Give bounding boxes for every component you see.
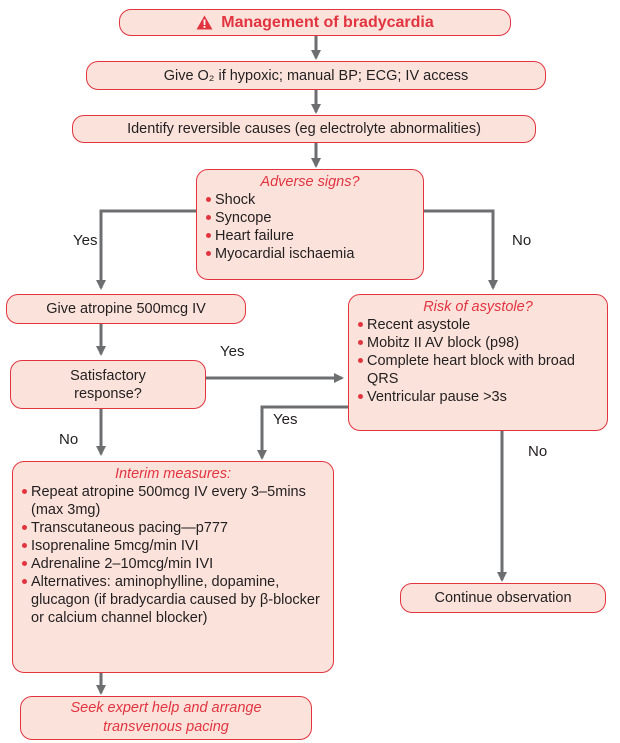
arrow-adverse-no bbox=[424, 209, 498, 290]
risk-of-asystole-title: Risk of asystole? bbox=[423, 299, 533, 315]
reversible-causes-step: Identify reversible causes (eg electroly… bbox=[72, 115, 536, 143]
risk-of-asystole-box: Risk of asystole? Recent asystole Mobitz… bbox=[348, 294, 608, 431]
reversible-causes-text: Identify reversible causes (eg electroly… bbox=[127, 121, 481, 137]
yes-label-asystole: Yes bbox=[273, 411, 298, 428]
no-label-satisfactory: No bbox=[59, 431, 79, 448]
oxygen-ecg-step: Give O₂ if hypoxic; manual BP; ECG; IV a… bbox=[86, 61, 546, 90]
title-box: Management of bradycardia bbox=[119, 9, 511, 36]
seek-expert-help-text: Seek expert help and arrange transvenous… bbox=[70, 700, 262, 735]
arrow-asystole-yes bbox=[257, 405, 348, 460]
adverse-sign-item: Myocardial ischaemia bbox=[205, 245, 415, 263]
page-title: Management of bradycardia bbox=[221, 13, 434, 31]
interim-measure-item: Alternatives: aminophylline, dopamine, g… bbox=[21, 573, 325, 627]
interim-measure-item: Adrenaline 2–10mcg/min IVI bbox=[21, 555, 325, 573]
adverse-sign-item: Heart failure bbox=[205, 227, 415, 245]
yes-label-satisfactory: Yes bbox=[220, 343, 245, 360]
no-label-asystole: No bbox=[528, 443, 548, 460]
yes-label-adverse: Yes bbox=[73, 232, 98, 249]
give-atropine-box: Give atropine 500mcg IV bbox=[6, 294, 246, 324]
asystole-risk-item: Ventricular pause >3s bbox=[357, 388, 599, 406]
adverse-sign-item: Shock bbox=[205, 191, 415, 209]
interim-measure-item: Isoprenaline 5mcg/min IVI bbox=[21, 537, 325, 555]
seek-expert-help-box: Seek expert help and arrange transvenous… bbox=[20, 696, 312, 740]
asystole-risk-item: Complete heart block with broad QRS bbox=[357, 352, 599, 388]
continue-observation-text: Continue observation bbox=[434, 590, 572, 606]
continue-observation-box: Continue observation bbox=[400, 583, 606, 613]
interim-measures-box: Interim measures: Repeat atropine 500mcg… bbox=[12, 461, 334, 673]
give-atropine-text: Give atropine 500mcg IV bbox=[46, 301, 206, 317]
oxygen-ecg-text: Give O₂ if hypoxic; manual BP; ECG; IV a… bbox=[163, 67, 469, 84]
asystole-risk-item: Recent asystole bbox=[357, 316, 599, 334]
adverse-signs-box: Adverse signs? Shock Syncope Heart failu… bbox=[196, 169, 424, 280]
adverse-sign-item: Syncope bbox=[205, 209, 415, 227]
no-label-adverse: No bbox=[512, 232, 532, 249]
arrow-adverse-yes bbox=[96, 209, 196, 290]
adverse-signs-title: Adverse signs? bbox=[260, 174, 360, 190]
satisfactory-response-box: Satisfactory response? bbox=[10, 360, 206, 409]
interim-measures-title: Interim measures: bbox=[114, 466, 232, 482]
interim-measure-item: Transcutaneous pacing—p777 bbox=[21, 519, 325, 537]
asystole-risk-item: Mobitz II AV block (p98) bbox=[357, 334, 599, 352]
interim-measure-item: Repeat atropine 500mcg IV every 3–5mins … bbox=[21, 483, 325, 519]
satisfactory-response-text: Satisfactory response? bbox=[70, 367, 146, 402]
warning-triangle-icon bbox=[196, 15, 213, 30]
